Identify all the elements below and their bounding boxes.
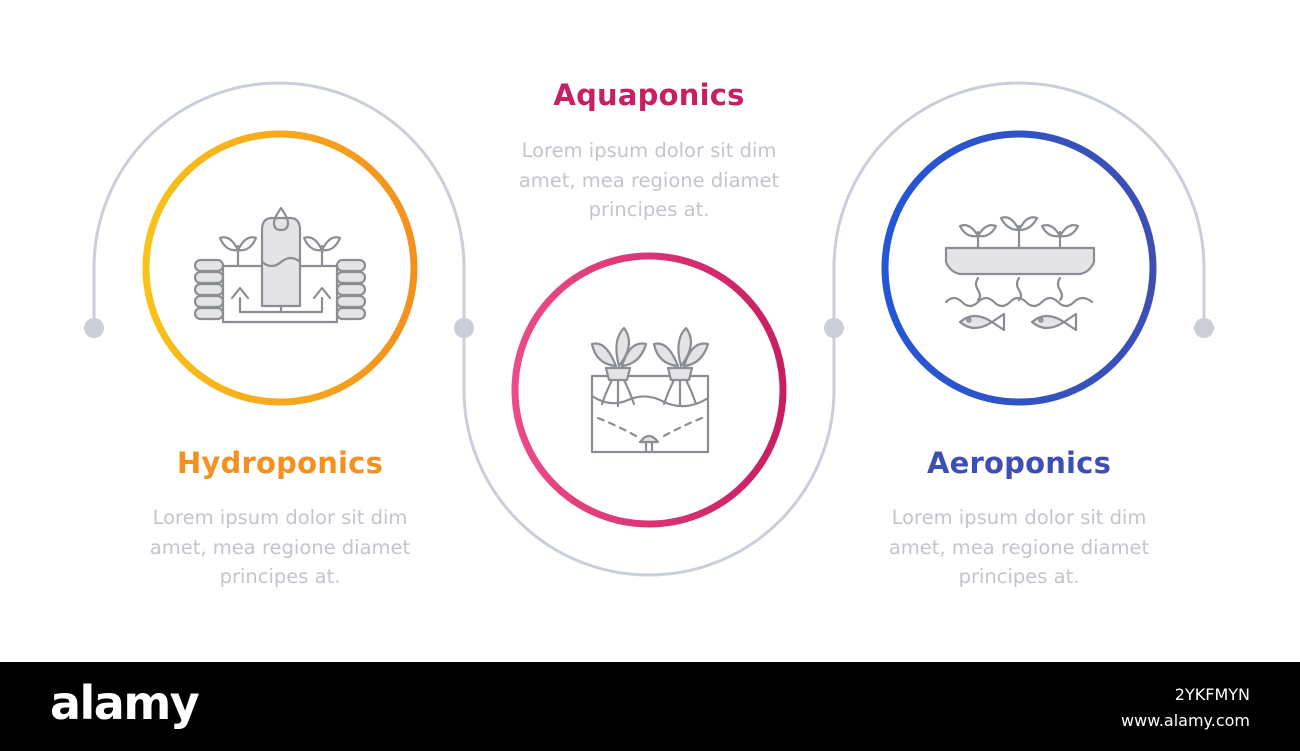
description-line: Lorem ipsum dolor sit dim bbox=[521, 139, 777, 162]
aeroponics-title: Aeroponics bbox=[926, 446, 1112, 480]
description-line: principes at. bbox=[219, 565, 341, 588]
aquaponics-icon bbox=[590, 326, 710, 454]
aquaponics-ring bbox=[511, 252, 787, 528]
description-line: amet, mea regione diamet bbox=[149, 535, 411, 559]
connector-path bbox=[92, 81, 1206, 577]
image-id: 2YKFMYN bbox=[1174, 685, 1250, 704]
hydroponics-description: Lorem ipsum dolor sit dim amet, mea regi… bbox=[110, 503, 450, 592]
connector-dot-2 bbox=[824, 318, 844, 338]
description-line: principes at. bbox=[588, 198, 710, 221]
aeroponics-description: Lorem ipsum dolor sit dim amet, mea regi… bbox=[849, 503, 1189, 592]
connector-dot-1 bbox=[454, 318, 474, 338]
watermark-footer: alamy 2YKFMYN www.alamy.com bbox=[0, 662, 1300, 751]
image-id-block: 2YKFMYN www.alamy.com bbox=[1121, 682, 1250, 734]
description-line: Lorem ipsum dolor sit dim bbox=[152, 506, 408, 529]
aquaponics-title: Aquaponics bbox=[553, 78, 745, 112]
description-line: principes at. bbox=[958, 565, 1080, 588]
hydroponics-title: Hydroponics bbox=[176, 446, 384, 480]
aquaponics-description: Lorem ipsum dolor sit dim amet, mea regi… bbox=[479, 136, 819, 225]
description-line: amet, mea regione diamet bbox=[888, 535, 1150, 559]
description-line: Lorem ipsum dolor sit dim bbox=[891, 506, 1147, 529]
aeroponics-icon bbox=[944, 216, 1096, 332]
connector-dot-start bbox=[84, 318, 104, 338]
hydroponics-icon bbox=[193, 206, 367, 324]
infographic-canvas: Hydroponics Aquaponics Aeroponics Lorem … bbox=[84, 78, 1214, 592]
diagram-graphics bbox=[84, 81, 1214, 577]
aeroponics-ring bbox=[881, 130, 1157, 406]
hydroponics-ring bbox=[142, 130, 418, 406]
alamy-logo: alamy bbox=[50, 676, 200, 730]
description-line: amet, mea regione diamet bbox=[518, 168, 780, 192]
connector-dot-end bbox=[1194, 318, 1214, 338]
site-url: www.alamy.com bbox=[1121, 711, 1250, 730]
